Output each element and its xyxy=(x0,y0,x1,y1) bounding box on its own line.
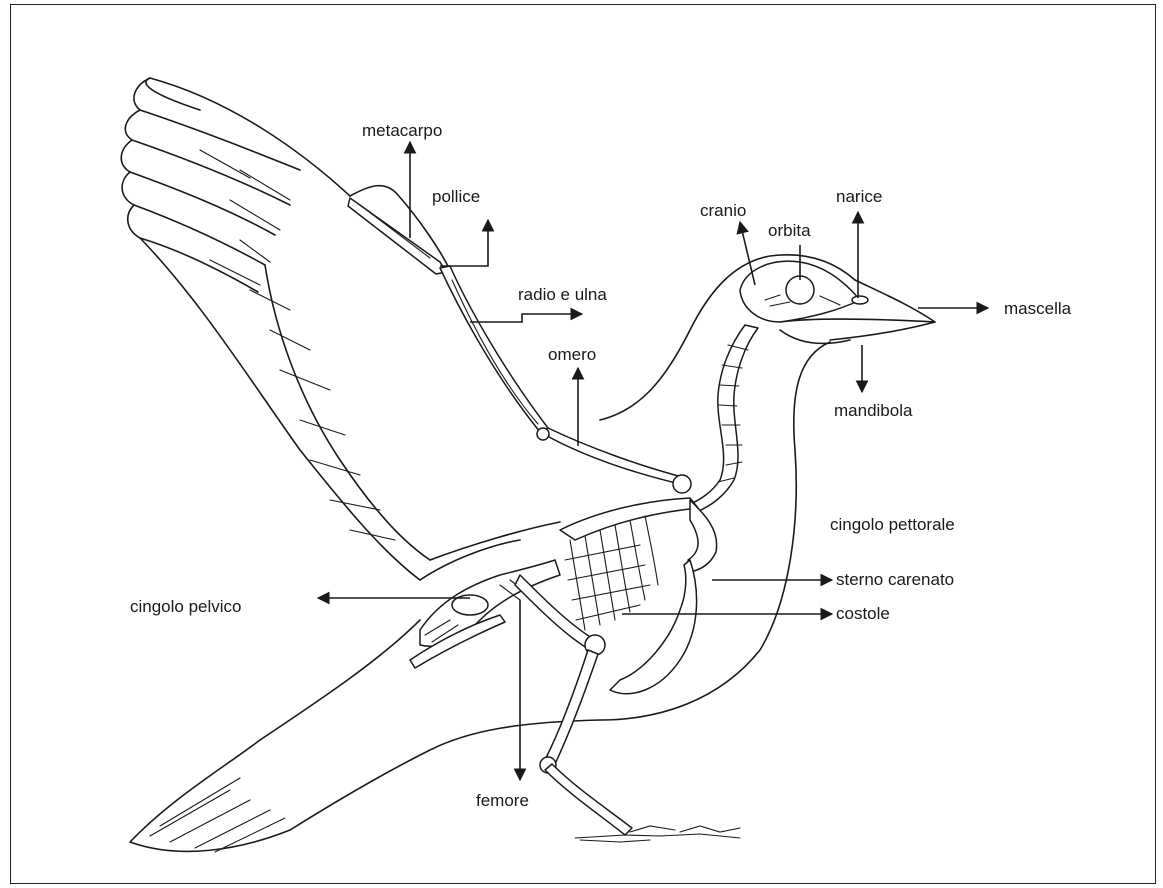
label-cingolo-pelvico: cingolo pelvico xyxy=(130,597,242,616)
label-femore: femore xyxy=(476,791,529,810)
leg-bones xyxy=(515,575,740,842)
pollice-arrow xyxy=(440,220,488,266)
label-pollice: pollice xyxy=(432,187,480,206)
wing-bones xyxy=(348,198,691,493)
pelvis xyxy=(410,560,560,668)
label-radio-ulna: radio e ulna xyxy=(518,285,607,304)
label-orbita: orbita xyxy=(768,221,811,240)
label-costole: costole xyxy=(836,604,890,623)
label-metacarpo: metacarpo xyxy=(362,121,442,140)
label-sterno-carenato: sterno carenato xyxy=(836,570,954,589)
neck-vertebrae xyxy=(690,325,758,512)
label-mandibola: mandibola xyxy=(834,401,913,420)
label-cingolo-pettorale: cingolo pettorale xyxy=(830,515,955,534)
wing-outline xyxy=(121,78,450,580)
label-cranio: cranio xyxy=(700,201,746,220)
radio-ulna-arrow xyxy=(470,314,582,322)
label-mascella: mascella xyxy=(1004,299,1072,318)
label-omero: omero xyxy=(548,345,596,364)
skull xyxy=(740,261,868,322)
label-narice: narice xyxy=(836,187,882,206)
body-outline xyxy=(130,255,935,852)
